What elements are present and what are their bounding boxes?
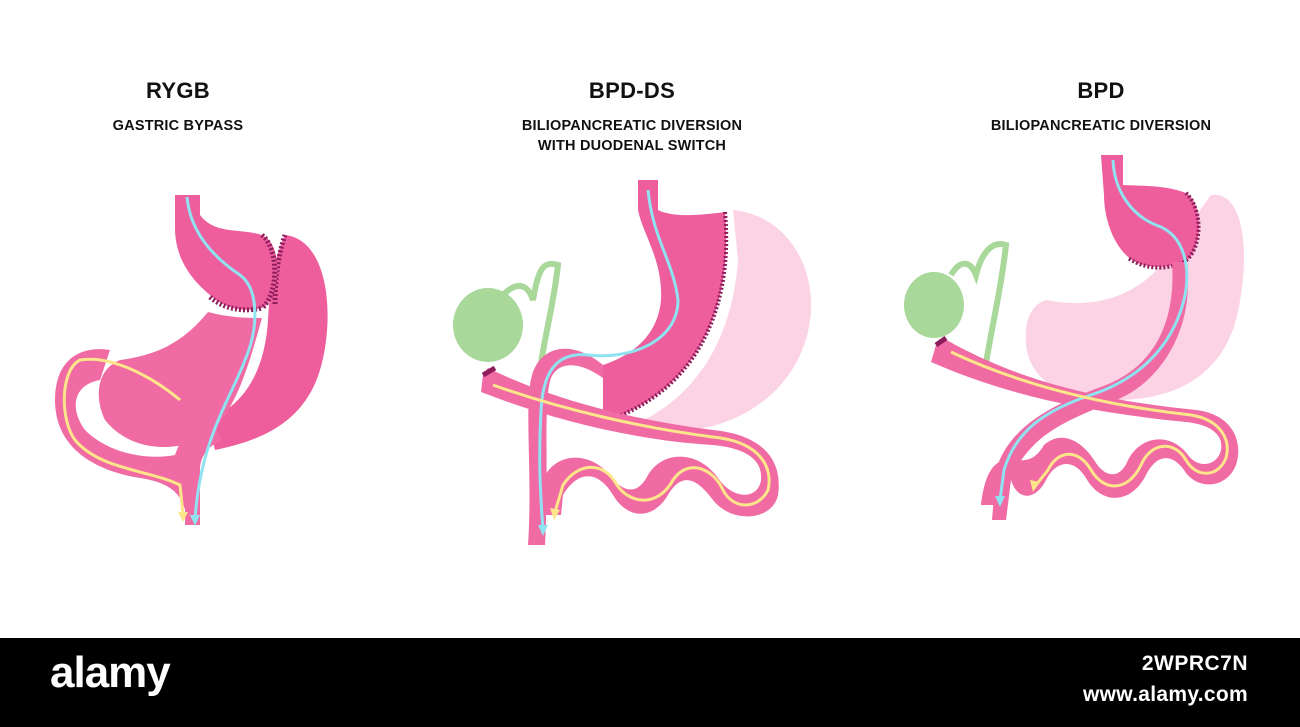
bpd-diagram <box>904 155 1244 520</box>
pouch-staple <box>260 233 278 310</box>
gallbladder <box>904 272 964 338</box>
bile-path <box>62 357 185 516</box>
remnant-stomach <box>208 235 328 450</box>
bile-duct <box>948 241 1010 376</box>
image-id: 2WPRC7N <box>1141 652 1248 675</box>
food-path <box>538 189 680 531</box>
panel-title: BPD <box>1077 78 1125 103</box>
panel-subtitle-line2: WITH DUODENAL SWITCH <box>537 138 727 154</box>
rygb-diagram <box>55 195 328 526</box>
food-path <box>185 196 257 521</box>
esophagus <box>175 195 278 310</box>
staple-mark <box>481 365 497 378</box>
bpd-ds-diagram <box>453 180 812 545</box>
bile-path <box>492 383 771 513</box>
sleeve-staple <box>602 211 729 424</box>
panel-bpd: BPD BILIOPANCREATIC DIVERSION <box>866 0 1299 638</box>
site-url: www.alamy.com <box>1083 683 1248 706</box>
staple-line <box>272 234 288 306</box>
panel-subtitle: BILIOPANCREATIC DIVERSION <box>990 118 1212 134</box>
removed-stomach <box>633 210 812 432</box>
alimentary-limb <box>528 348 603 545</box>
panel-subtitle: BILIOPANCREATIC DIVERSION <box>521 118 743 134</box>
panel-rygb: RYGB GASTRIC BYPASS <box>0 0 433 638</box>
panel-subtitle: GASTRIC BYPASS <box>112 118 244 134</box>
watermark-bar: alamy 2WPRC7N www.alamy.com <box>0 638 1300 727</box>
panel-bpd-ds: BPD-DS BILIOPANCREATIC DIVERSION WITH DU… <box>433 0 866 638</box>
bile-path <box>950 350 1229 488</box>
gallbladder <box>453 288 523 362</box>
panel-title: RYGB <box>146 78 210 103</box>
sleeve-stomach <box>603 180 727 422</box>
brand-logo: alamy <box>50 648 171 697</box>
bile-duct <box>500 260 562 386</box>
roux-limb <box>55 349 222 525</box>
food-path <box>998 159 1189 501</box>
panel-title: BPD-DS <box>588 78 676 103</box>
staple-mark <box>934 335 948 348</box>
